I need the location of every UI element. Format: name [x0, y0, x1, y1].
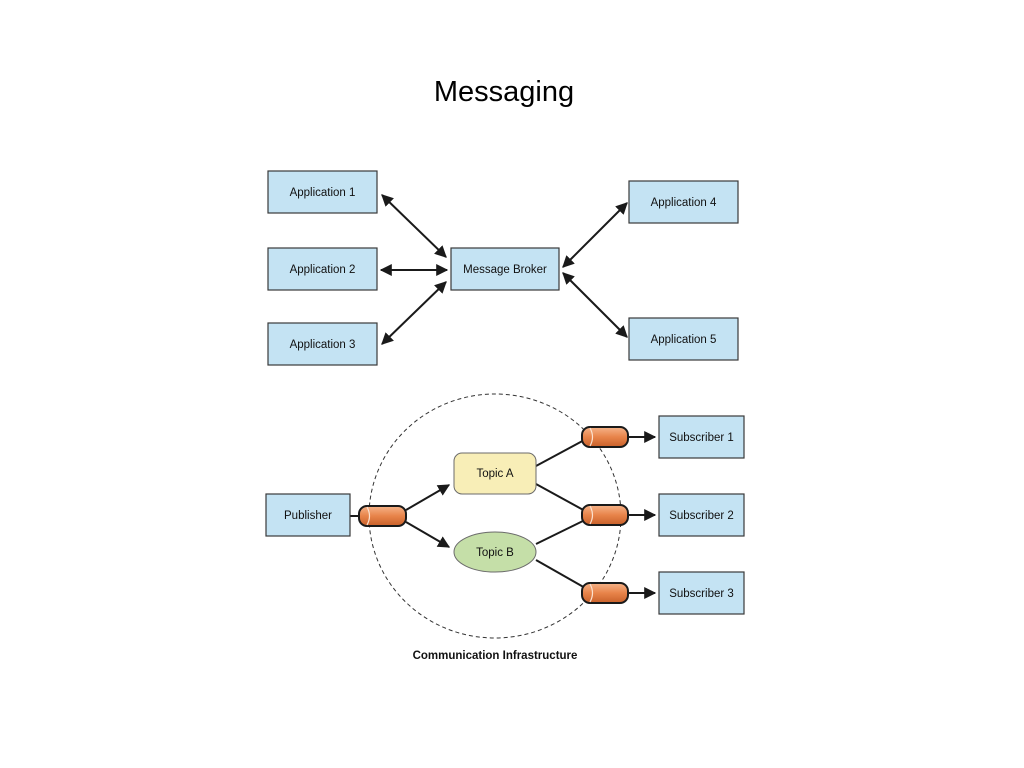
publisher-queue-icon: [358, 505, 407, 527]
subscriber-2-queue-body: [581, 504, 629, 526]
connector-topic-a-queue2: [535, 483, 588, 513]
connector-topic-a-queue1: [535, 437, 589, 467]
connector-app1-broker: [381, 194, 447, 258]
message-broker-rect: [450, 247, 560, 291]
subscriber-2-box: Subscriber 2: [658, 493, 745, 537]
topic-b-node: Topic B: [453, 531, 537, 573]
topic-b-ellipse: [453, 531, 537, 573]
publisher-rect: [265, 493, 351, 537]
application-3-rect: [267, 322, 378, 366]
subscriber-3-box: Subscriber 3: [658, 571, 745, 615]
connector-broker-app5: [562, 272, 628, 338]
connector-topic-b-queue2: [535, 518, 588, 545]
message-broker-box: Message Broker: [450, 247, 560, 291]
application-1-box: Application 1: [267, 170, 378, 214]
application-2-label: Application 2: [290, 264, 356, 276]
connector-queue-topic-a: [405, 484, 451, 511]
subscriber-3-rect: [658, 571, 745, 615]
subscriber-1-label: Subscriber 1: [669, 432, 734, 444]
topic-a-label: Topic A: [476, 468, 513, 480]
application-5-label: Application 5: [651, 334, 717, 346]
publisher-label: Publisher: [284, 510, 332, 522]
application-5-box: Application 5: [628, 317, 739, 361]
message-broker-label: Message Broker: [463, 264, 547, 276]
pubsub-diagram: Publisher Topic A Topic B: [265, 393, 745, 662]
subscriber-3-label: Subscriber 3: [669, 588, 734, 600]
application-5-rect: [628, 317, 739, 361]
application-2-rect: [267, 247, 378, 291]
topic-b-label: Topic B: [476, 547, 514, 559]
application-1-rect: [267, 170, 378, 214]
publisher-box: Publisher: [265, 493, 351, 537]
topic-a-rect: [453, 452, 537, 495]
publisher-queue-body: [358, 505, 407, 527]
subscriber-1-queue-icon: [581, 426, 629, 448]
subscriber-1-queue-body: [581, 426, 629, 448]
connector-broker-app4: [562, 202, 628, 268]
application-3-label: Application 3: [290, 339, 356, 351]
application-1-label: Application 1: [290, 187, 356, 199]
connector-topic-b-queue3: [535, 559, 588, 590]
application-4-rect: [628, 180, 739, 224]
topic-a-node: Topic A: [453, 452, 537, 495]
subscriber-2-label: Subscriber 2: [669, 510, 734, 522]
application-4-box: Application 4: [628, 180, 739, 224]
subscriber-1-box: Subscriber 1: [658, 415, 745, 459]
broker-diagram: Application 1 Application 2 Application …: [267, 170, 739, 366]
subscriber-2-queue-icon: [581, 504, 629, 526]
subscriber-3-queue-icon: [581, 582, 629, 604]
application-4-label: Application 4: [651, 197, 717, 209]
subscriber-2-rect: [658, 493, 745, 537]
connector-queue-topic-b: [405, 521, 451, 548]
subscriber-3-queue-body: [581, 582, 629, 604]
application-2-box: Application 2: [267, 247, 378, 291]
slide-title: Messaging: [433, 76, 575, 108]
connector-app3-broker: [381, 281, 447, 345]
subscriber-1-rect: [658, 415, 745, 459]
infrastructure-caption: Communication Infrastructure: [413, 650, 578, 662]
application-3-box: Application 3: [267, 322, 378, 366]
